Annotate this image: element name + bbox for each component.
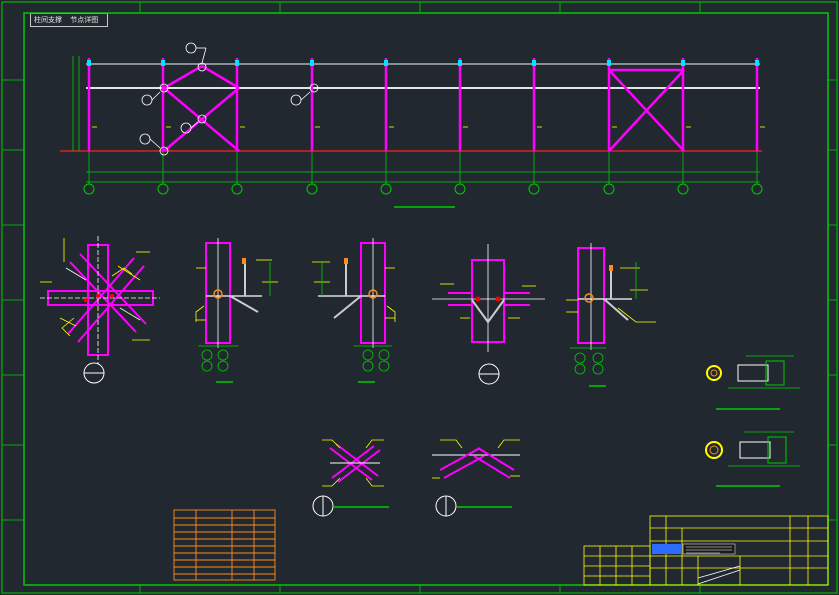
column-group xyxy=(87,58,765,151)
pipe-section-2 xyxy=(705,431,800,487)
column-cap-10 xyxy=(755,60,759,66)
bracing-bay-right xyxy=(608,68,685,152)
title-block-logo xyxy=(652,543,736,555)
detail-node-4 xyxy=(432,244,545,385)
drawing-tag-label-1: 柱间支撑 xyxy=(34,16,62,24)
column-cap-9 xyxy=(681,60,685,66)
column-cap-8 xyxy=(607,60,611,66)
detail-callouts xyxy=(139,42,319,156)
column-cap-2 xyxy=(161,60,165,66)
column-cap-4 xyxy=(310,60,314,66)
detail-node-5 xyxy=(566,243,656,387)
axis-bubble-2 xyxy=(157,183,169,195)
column-cap-3 xyxy=(235,60,239,66)
column-cap-7 xyxy=(532,60,536,66)
brace-cross-detail-2 xyxy=(432,439,520,517)
axis-bubble-10 xyxy=(751,183,763,195)
bracing-elevation xyxy=(60,42,765,208)
axis-bubble-5 xyxy=(380,183,392,195)
detail-node-3 xyxy=(312,238,396,383)
axis-bubble-4 xyxy=(306,183,318,195)
axis-bubble-group xyxy=(83,151,763,195)
column-cap-5 xyxy=(384,60,388,66)
detail-node-2 xyxy=(195,238,278,383)
axis-bubble-1 xyxy=(83,183,95,195)
detail-node-1 xyxy=(40,236,160,384)
drawing-tag-label-2: 节点详图 xyxy=(70,16,99,24)
brace-cross-detail-1 xyxy=(312,439,389,517)
material-table xyxy=(173,509,276,581)
bracing-bay-left xyxy=(163,64,240,152)
axis-bubble-9 xyxy=(677,183,689,195)
column-cap-6 xyxy=(458,60,462,66)
axis-bubble-7 xyxy=(528,183,540,195)
axis-bubble-8 xyxy=(603,183,615,195)
axis-bubble-3 xyxy=(231,183,243,195)
pipe-section-1 xyxy=(706,355,800,410)
column-cap-1 xyxy=(87,60,91,66)
axis-bubble-6 xyxy=(454,183,466,195)
